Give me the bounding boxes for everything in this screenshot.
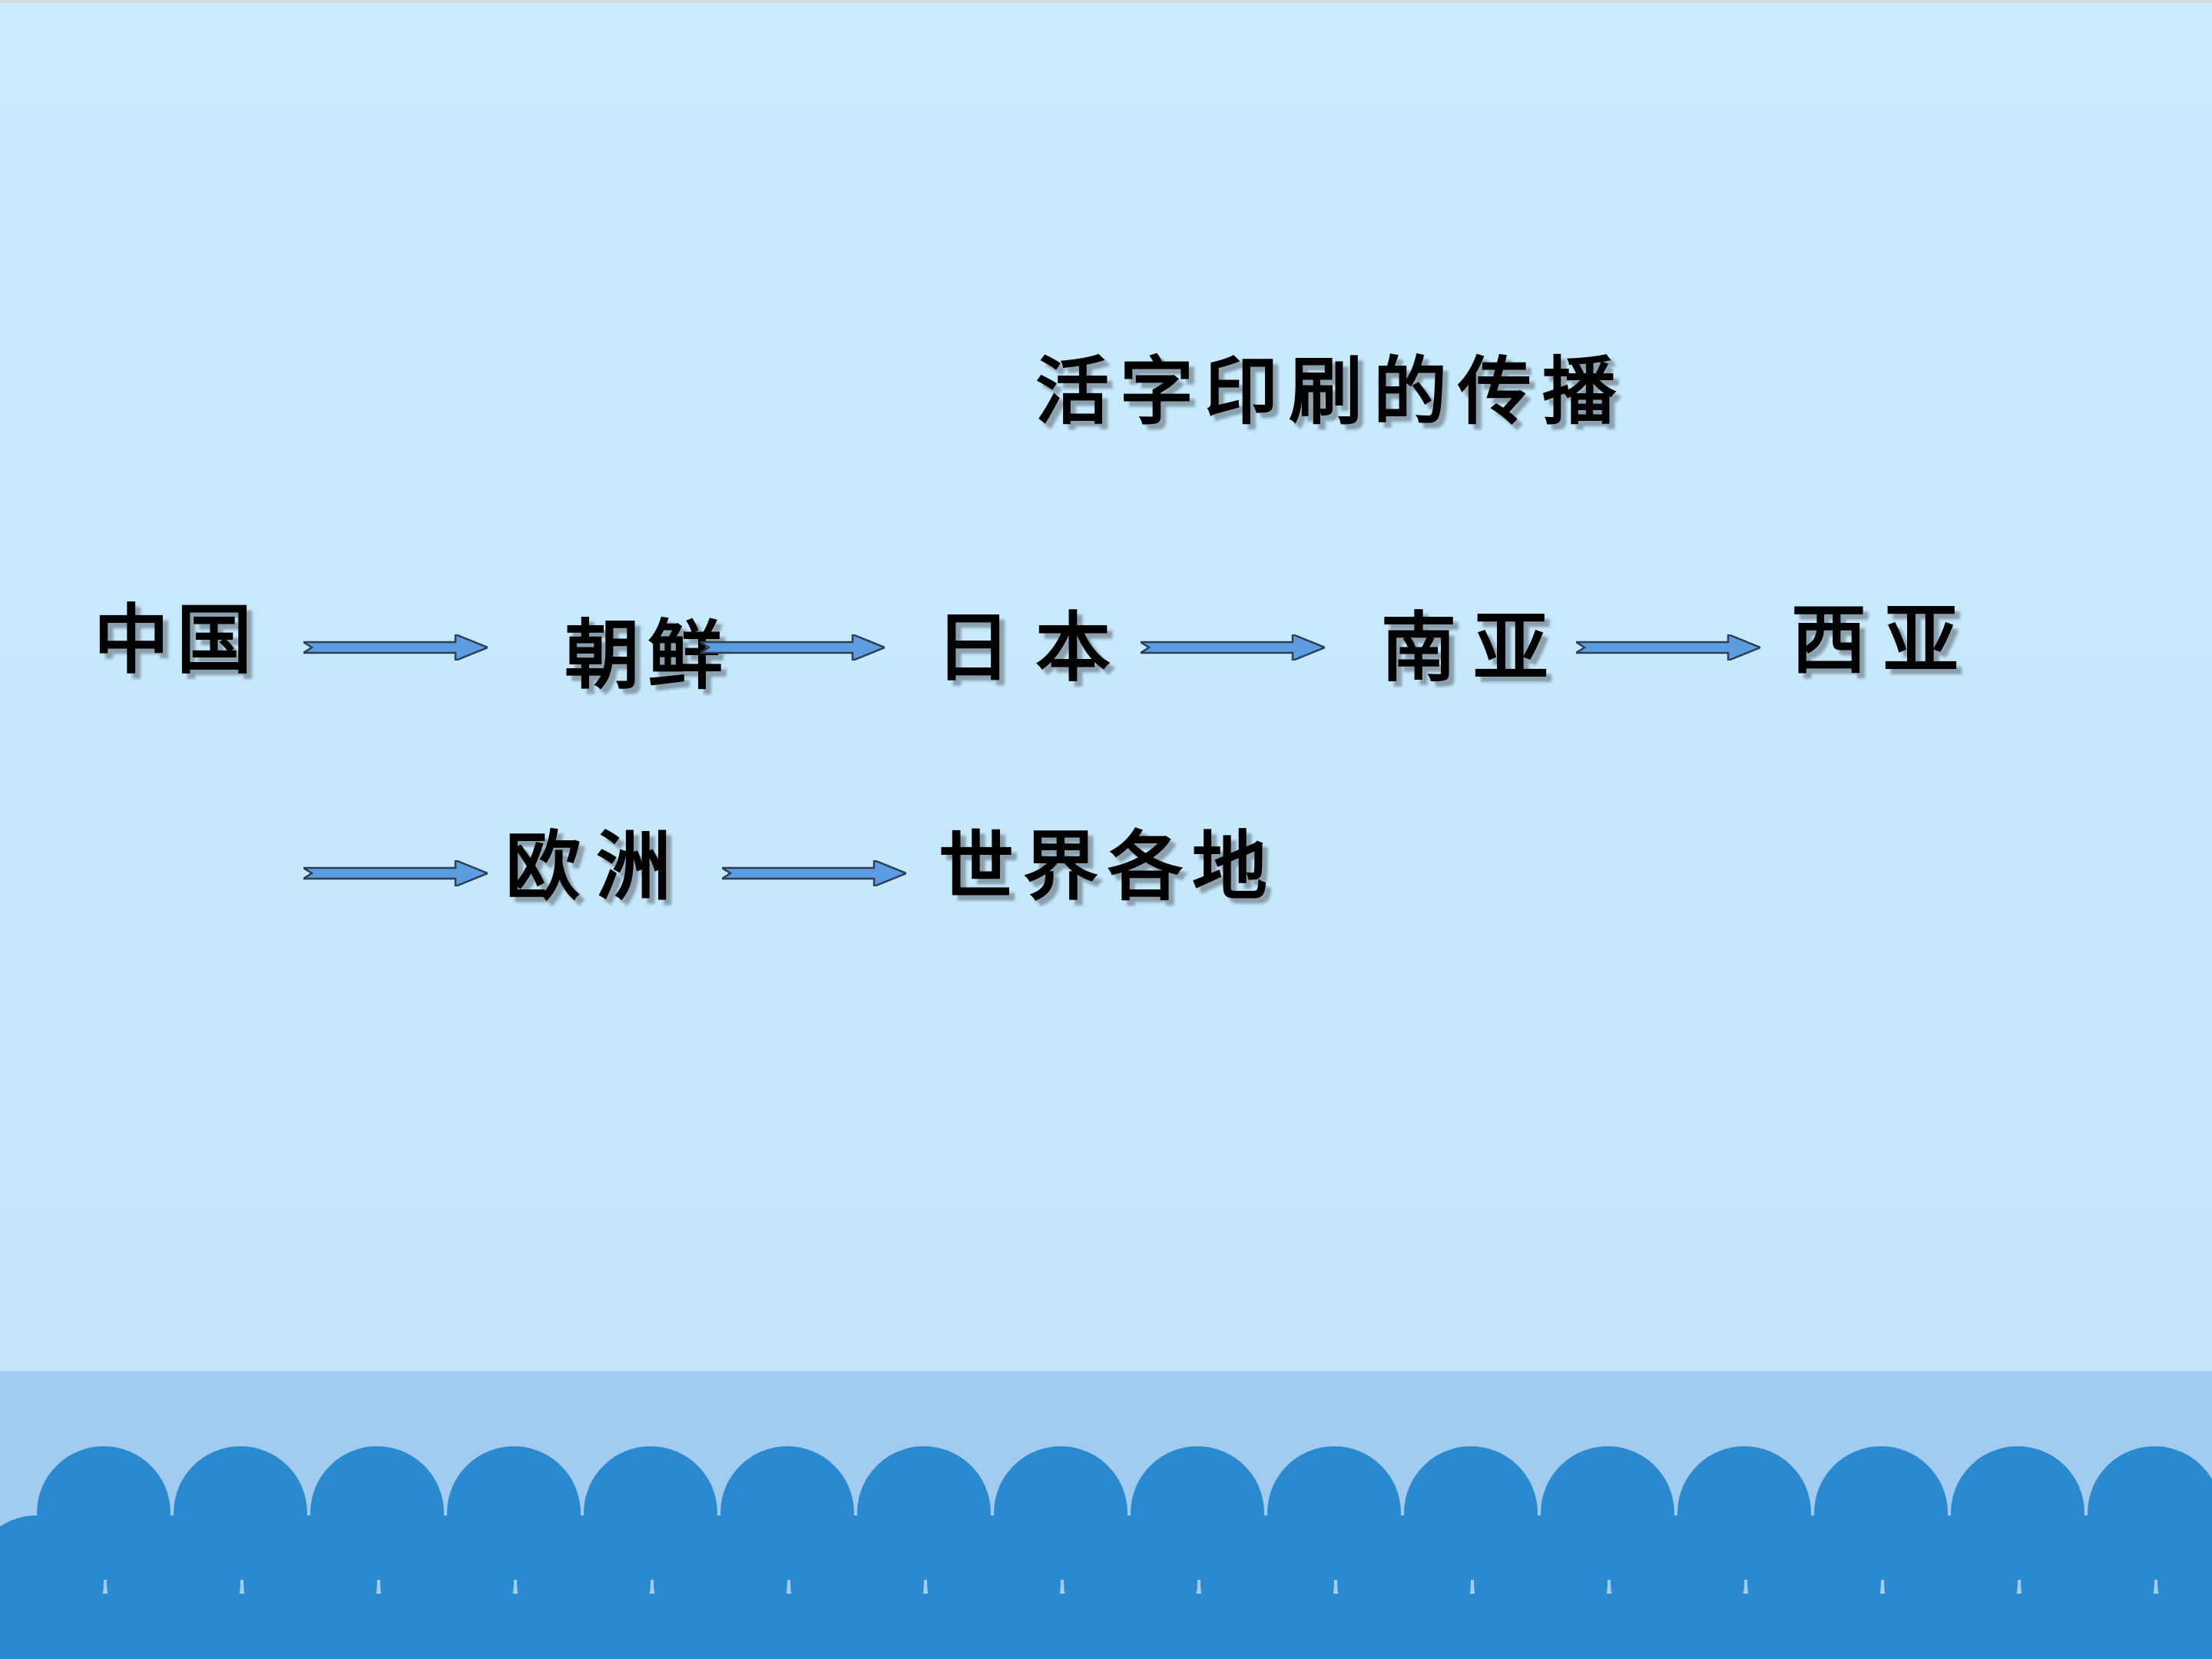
right-arrow-icon — [700, 634, 885, 661]
right-arrow-icon — [1141, 634, 1325, 661]
slide-title: 活字印刷的传播 — [1035, 348, 1627, 435]
place-china: 中国 — [94, 596, 260, 684]
place-korea: 朝鲜 — [565, 611, 731, 700]
place-japan: 日本 — [935, 604, 1136, 692]
wave-base — [0, 1594, 2212, 1659]
wave-pattern-decoration — [0, 1446, 2212, 1659]
place-europe: 欧洲 — [505, 823, 687, 911]
right-arrow-icon — [1576, 634, 1760, 661]
top-border-line — [0, 0, 2212, 3]
place-west-asia: 西亚 — [1791, 596, 1976, 684]
place-south-asia: 南亚 — [1381, 604, 1566, 692]
right-arrow-icon — [303, 634, 488, 661]
right-arrow-icon — [722, 860, 906, 886]
right-arrow-icon — [303, 860, 488, 886]
place-world: 世界各地 — [939, 823, 1277, 911]
